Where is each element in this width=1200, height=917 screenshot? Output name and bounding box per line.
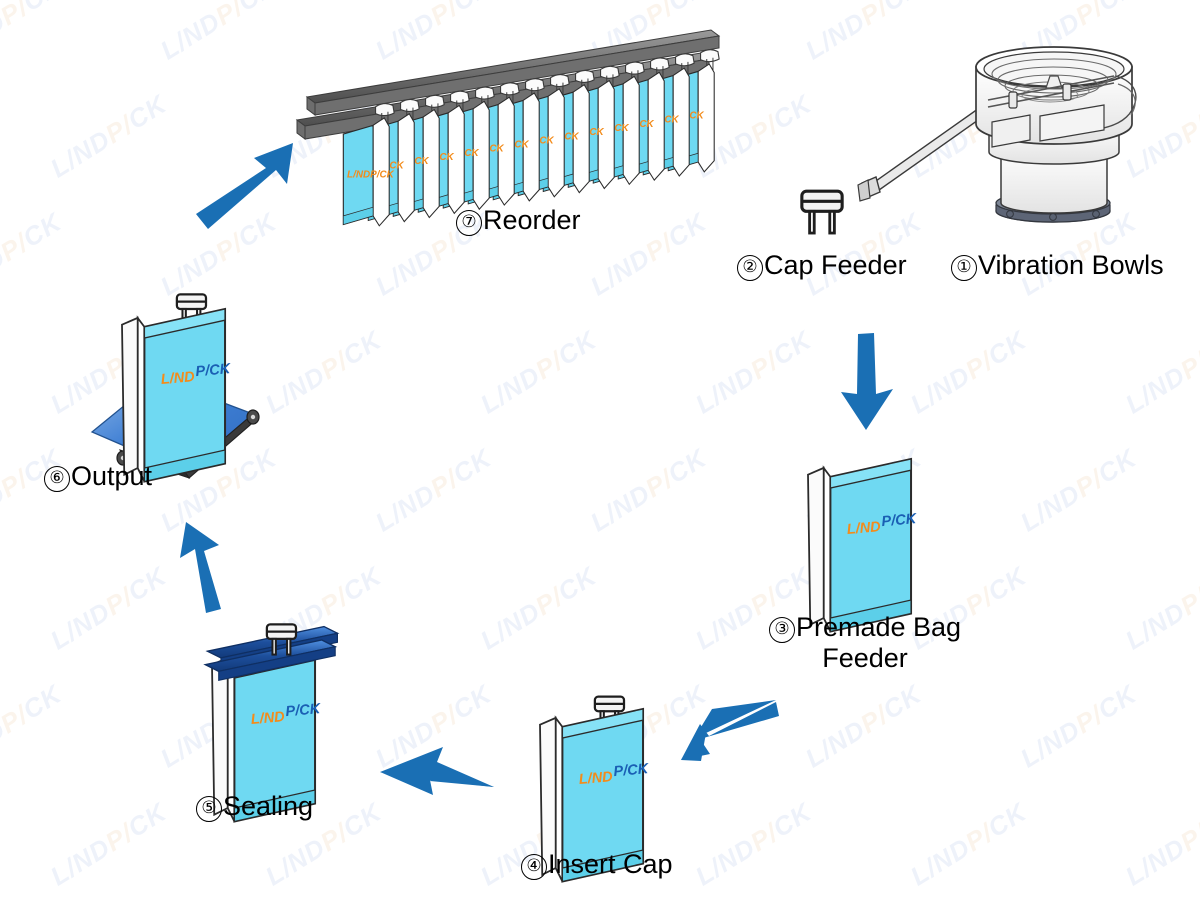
arrow-bag-feeder-to-insert-cap: [681, 700, 779, 761]
rail-clip: [675, 53, 695, 67]
step-5-sealing-illustration: L/ND P/CK: [203, 623, 340, 823]
step-4-insert-cap-illustration: L/ND P/CK: [538, 695, 650, 883]
svg-text:L/ND: L/ND: [578, 769, 614, 788]
bag-logo: L/ND P/CK: [250, 701, 322, 728]
step-7-number: ⑦: [456, 210, 482, 236]
sealing-jaws: [203, 625, 340, 682]
svg-text:L/ND: L/ND: [250, 709, 286, 728]
rail-clip: [475, 86, 495, 100]
rail-clip: [575, 69, 595, 83]
step-2-number: ②: [737, 255, 763, 281]
step-6-text: Output: [71, 461, 153, 491]
svg-text:L/ND: L/ND: [846, 519, 882, 538]
bag-logo: CK: [639, 119, 654, 130]
step-5-number: ⑤: [196, 796, 222, 822]
step-6-number: ⑥: [44, 466, 70, 492]
rail-clip: [425, 94, 445, 108]
step-6-output-illustration: L/ND P/CK: [90, 293, 260, 483]
bag-logo: CK: [564, 131, 579, 142]
step-5-text: Sealing: [223, 791, 314, 821]
step-3-premade-bag-illustration: L/ND P/CK: [806, 457, 918, 633]
arrow-sealing-to-output: [180, 522, 221, 613]
step-2-text: Cap Feeder: [764, 250, 907, 280]
svg-text:P/CK: P/CK: [613, 761, 651, 780]
arrow-cap-feeder-to-bag-feeder: [841, 333, 893, 430]
rail-clip: [400, 98, 420, 113]
arrow-insert-cap-to-sealing: [380, 747, 494, 795]
bag-logo: L/ND P/CK: [846, 511, 918, 538]
step-1-number: ①: [951, 255, 977, 281]
bag-logo: CK: [689, 111, 704, 122]
rail-clip: [700, 49, 720, 63]
rail-clip: [600, 65, 620, 79]
step-3-text-line1: Premade Bag: [795, 612, 962, 642]
bag-logo: CK: [589, 127, 604, 138]
step-4-number: ④: [521, 854, 547, 880]
rail-clip: [450, 90, 470, 104]
step-7-text: Reorder: [483, 205, 581, 235]
bag-logo: CK: [514, 140, 529, 151]
bag-logo: CK: [389, 160, 404, 171]
step-1-vibration-bowl-illustration: [857, 46, 1137, 223]
bag-logo: L/ND P/CK: [160, 361, 232, 388]
step-2-cap-feeder-icon: [800, 189, 844, 235]
step-3-number: ③: [768, 617, 795, 643]
bag-logo: CK: [539, 135, 554, 146]
bag-logo: L/ND P/CK: [578, 761, 650, 788]
svg-text:P/CK: P/CK: [195, 361, 233, 380]
bag-logo: CK: [414, 156, 429, 167]
reorder-bag-item: L/NDP/CK: [342, 103, 395, 227]
step-3-text-line2: Feeder: [822, 643, 908, 673]
bag-logo: L/NDP/CK: [347, 169, 395, 180]
svg-text:L/ND: L/ND: [160, 369, 196, 388]
svg-text:P/CK: P/CK: [285, 701, 323, 720]
svg-text:P/CK: P/CK: [881, 511, 919, 530]
bag-logo: CK: [464, 148, 479, 159]
rail-clip: [500, 82, 520, 96]
step-1-text: Vibration Bowls: [978, 250, 1164, 280]
rail-clip: [525, 78, 545, 92]
rail-clip: [625, 61, 645, 75]
rail-clip: [375, 103, 395, 117]
step-4-text: Insert Cap: [548, 849, 673, 879]
rail-clip: [550, 74, 570, 88]
rail-clip: [650, 57, 670, 71]
bag-logo: CK: [614, 123, 629, 134]
bag-logo: CK: [439, 152, 454, 163]
bag-logo: CK: [664, 115, 679, 126]
arrow-output-to-reorder: [196, 143, 293, 229]
bag-logo: CK: [489, 144, 504, 155]
